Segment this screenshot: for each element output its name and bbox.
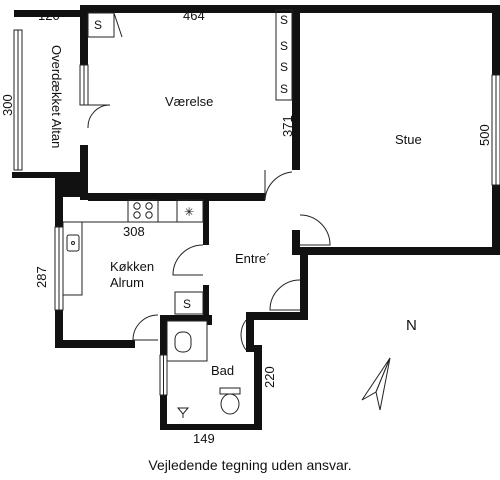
closet-label: S xyxy=(183,297,191,311)
closet-label: S xyxy=(280,13,288,27)
dimension-koekken-height: 287 xyxy=(34,266,49,288)
room-label-koekken: Køkken xyxy=(110,259,154,274)
dimension-bad-height: 220 xyxy=(262,366,277,388)
north-arrow-shadow xyxy=(375,357,391,411)
room-label-vaerelse: Værelse xyxy=(165,94,213,109)
shower-drain-icon xyxy=(176,407,190,415)
caption: Vejledende tegning uden ansvar. xyxy=(148,457,352,473)
dimension-stue-height: 500 xyxy=(477,124,492,146)
room-label-entre: Entre´ xyxy=(235,251,270,266)
kitchen-sink-icon xyxy=(66,234,80,252)
bathroom-sink-icon xyxy=(174,331,192,353)
dimension-koekken-width: 308 xyxy=(123,224,145,239)
dimension-altan-height: 300 xyxy=(0,94,15,116)
fixtures: ✳ xyxy=(62,9,293,418)
closet-labels: S S S S S S xyxy=(94,13,288,311)
doors xyxy=(87,104,331,351)
svg-text:✳: ✳ xyxy=(184,205,194,219)
dimension-vaerelse-height: 371 xyxy=(280,115,295,137)
toilet-icon xyxy=(219,387,241,395)
north-label: N xyxy=(406,317,417,334)
closet-label: S xyxy=(280,82,288,96)
room-label-stue: Stue xyxy=(395,132,422,147)
room-label-altan: Overdækket Altan xyxy=(49,45,64,148)
room-label-bad: Bad xyxy=(211,363,234,378)
closet-label: S xyxy=(94,18,102,32)
dimension-bad-width: 149 xyxy=(193,431,215,446)
dimension-vaerelse-width: 464 xyxy=(183,8,205,23)
freezer-icon xyxy=(176,199,204,223)
dimension-altan-width: 120 xyxy=(38,8,60,23)
closet-label: S xyxy=(280,39,288,53)
closet-label: S xyxy=(280,60,288,74)
stove-icon xyxy=(127,199,159,223)
windows xyxy=(13,29,500,396)
room-label-alrum: Alrum xyxy=(110,275,144,290)
floor-plan: ✳ S S S S S S Værelse Stue Overdækket Al… xyxy=(0,5,500,446)
